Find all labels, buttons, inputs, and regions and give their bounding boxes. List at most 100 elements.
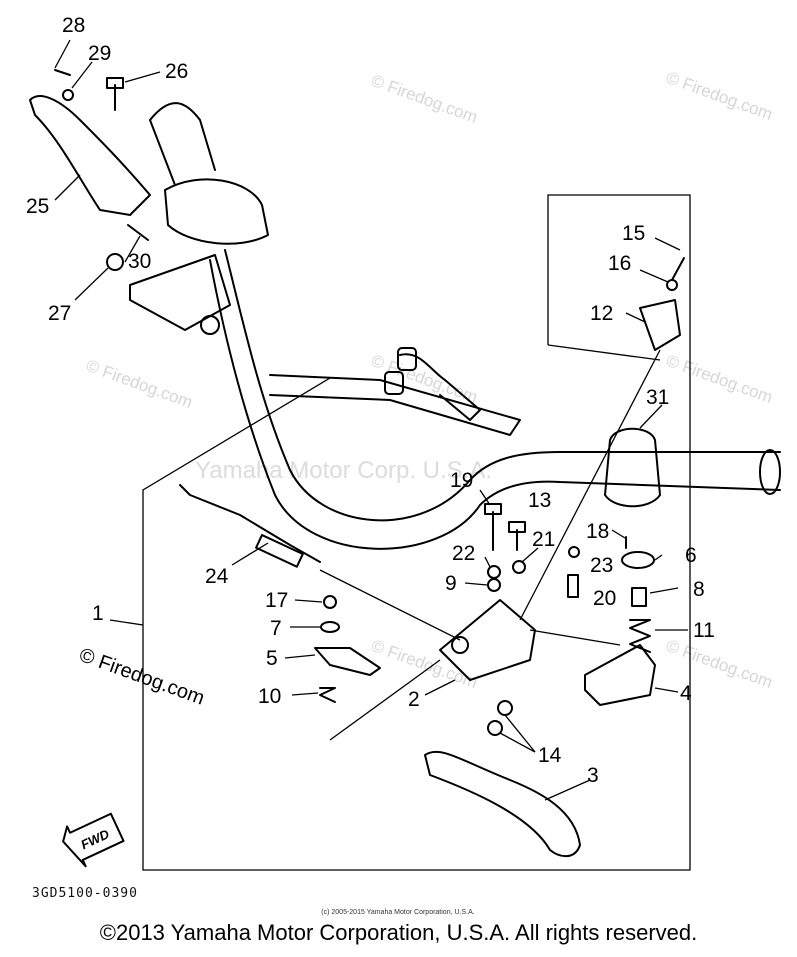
callout-9: 9 xyxy=(445,572,457,595)
connector-plug xyxy=(384,371,404,395)
switch-group-box xyxy=(547,194,691,530)
right-bar-end xyxy=(759,449,781,495)
callout-14: 14 xyxy=(538,744,562,767)
bolt-head xyxy=(508,521,526,533)
callout-18: 18 xyxy=(586,520,609,543)
handlebar xyxy=(129,102,781,550)
callout-28: 28 xyxy=(62,14,85,37)
callout-7: 7 xyxy=(270,617,282,640)
callout-2: 2 xyxy=(408,688,420,711)
nut-21 xyxy=(512,560,526,574)
handlebar-tube-upper xyxy=(224,249,781,522)
washer-7 xyxy=(320,621,340,633)
guide-line xyxy=(519,349,661,621)
bracket-bolt xyxy=(200,315,220,335)
callout-26: 26 xyxy=(165,60,188,83)
left-grip xyxy=(149,102,216,171)
watermark: © Firedog.com xyxy=(664,68,775,124)
callout-19: 19 xyxy=(450,469,473,492)
copyright-notice: ©2013 Yamaha Motor Corporation, U.S.A. A… xyxy=(99,920,698,945)
screw-17 xyxy=(323,595,337,609)
callout-24: 24 xyxy=(205,565,229,588)
part-code: 3GD5100-0390 xyxy=(32,886,138,901)
callout-12: 12 xyxy=(590,302,613,325)
pivot-bolt xyxy=(54,69,71,76)
guide-line xyxy=(319,569,461,641)
brake-lever xyxy=(424,750,581,858)
callout-1: 1 xyxy=(92,602,104,625)
bolt-head xyxy=(106,77,124,89)
washer-22 xyxy=(487,565,501,579)
firedog-watermark: © Firedog.com xyxy=(76,644,207,710)
callout-16: 16 xyxy=(608,252,631,275)
callout-5: 5 xyxy=(266,647,278,670)
holder-bolt xyxy=(451,636,469,654)
callout-29: 29 xyxy=(88,42,111,65)
callout-13: 13 xyxy=(528,489,551,512)
callout-11: 11 xyxy=(693,619,715,642)
crossbar-pad xyxy=(269,374,521,436)
plate-6 xyxy=(621,551,655,569)
nut-14 xyxy=(497,700,513,716)
lever-holder xyxy=(439,599,536,681)
center-watermark: Yamaha Motor Corp. U.S.A. xyxy=(195,457,492,484)
clutch-lever xyxy=(29,95,151,216)
wire-connector xyxy=(399,353,481,421)
callout-31: 31 xyxy=(646,386,669,409)
fwd-arrow: FWD xyxy=(62,812,125,868)
callout-3: 3 xyxy=(587,764,599,787)
bracket-5 xyxy=(314,647,381,676)
right-switch-assembly xyxy=(604,257,685,508)
lever-group-box xyxy=(142,377,691,871)
callout-labels: 28 29 26 25 30 27 15 16 12 31 19 13 22 2… xyxy=(26,14,715,787)
watermark: © Firedog.com xyxy=(369,71,480,127)
callout-30: 30 xyxy=(128,250,151,273)
switch-group-box-link xyxy=(547,344,661,361)
callout-8: 8 xyxy=(693,578,705,601)
clamp-screw xyxy=(671,257,685,281)
bolt-8 xyxy=(631,587,647,607)
outline-boxes xyxy=(142,194,691,871)
callout-22: 22 xyxy=(452,542,475,565)
watermark: © Firedog.com xyxy=(369,636,480,692)
fine-print: (c) 2005-2015 Yamaha Motor Corporation, … xyxy=(321,909,474,916)
callout-23: 23 xyxy=(590,554,613,577)
switch-wire-24 xyxy=(179,484,321,563)
pin-20 xyxy=(567,574,579,598)
watermark-layer: © Firedog.com © Firedog.com © Firedog.co… xyxy=(84,68,775,692)
switch-clamp xyxy=(639,299,681,351)
switch-body-24 xyxy=(255,534,304,568)
guide-line xyxy=(529,629,621,646)
master-cylinder-clamp xyxy=(584,644,656,706)
callout-4: 4 xyxy=(680,682,692,705)
left-switch-housing xyxy=(164,178,269,245)
brake-lever-assembly xyxy=(179,349,661,858)
callout-27: 27 xyxy=(48,302,71,325)
spring-11 xyxy=(629,619,651,653)
callout-21: 21 xyxy=(532,528,555,551)
nut-14 xyxy=(487,720,503,736)
callout-20: 20 xyxy=(593,587,616,610)
callout-17: 17 xyxy=(265,589,288,612)
callout-6: 6 xyxy=(685,544,697,567)
connector-plug xyxy=(397,347,417,371)
washer xyxy=(666,279,678,291)
leader-lines xyxy=(54,39,688,801)
throttle-switch xyxy=(604,427,661,508)
spring-10 xyxy=(319,687,336,703)
left-grip-edge xyxy=(149,119,176,186)
left-lever xyxy=(29,69,151,271)
lever-screw xyxy=(127,224,149,241)
pin-23 xyxy=(568,546,580,558)
lock-nut xyxy=(106,253,124,271)
callout-25: 25 xyxy=(26,195,49,218)
watermark: © Firedog.com xyxy=(84,356,195,412)
handlebar-tube-lower xyxy=(209,259,781,550)
washer xyxy=(62,89,74,101)
watermark: © Firedog.com xyxy=(664,351,775,407)
left-lever-bracket xyxy=(129,254,231,331)
callout-10: 10 xyxy=(258,685,281,708)
bolt-head xyxy=(484,503,502,515)
callout-15: 15 xyxy=(622,222,645,245)
